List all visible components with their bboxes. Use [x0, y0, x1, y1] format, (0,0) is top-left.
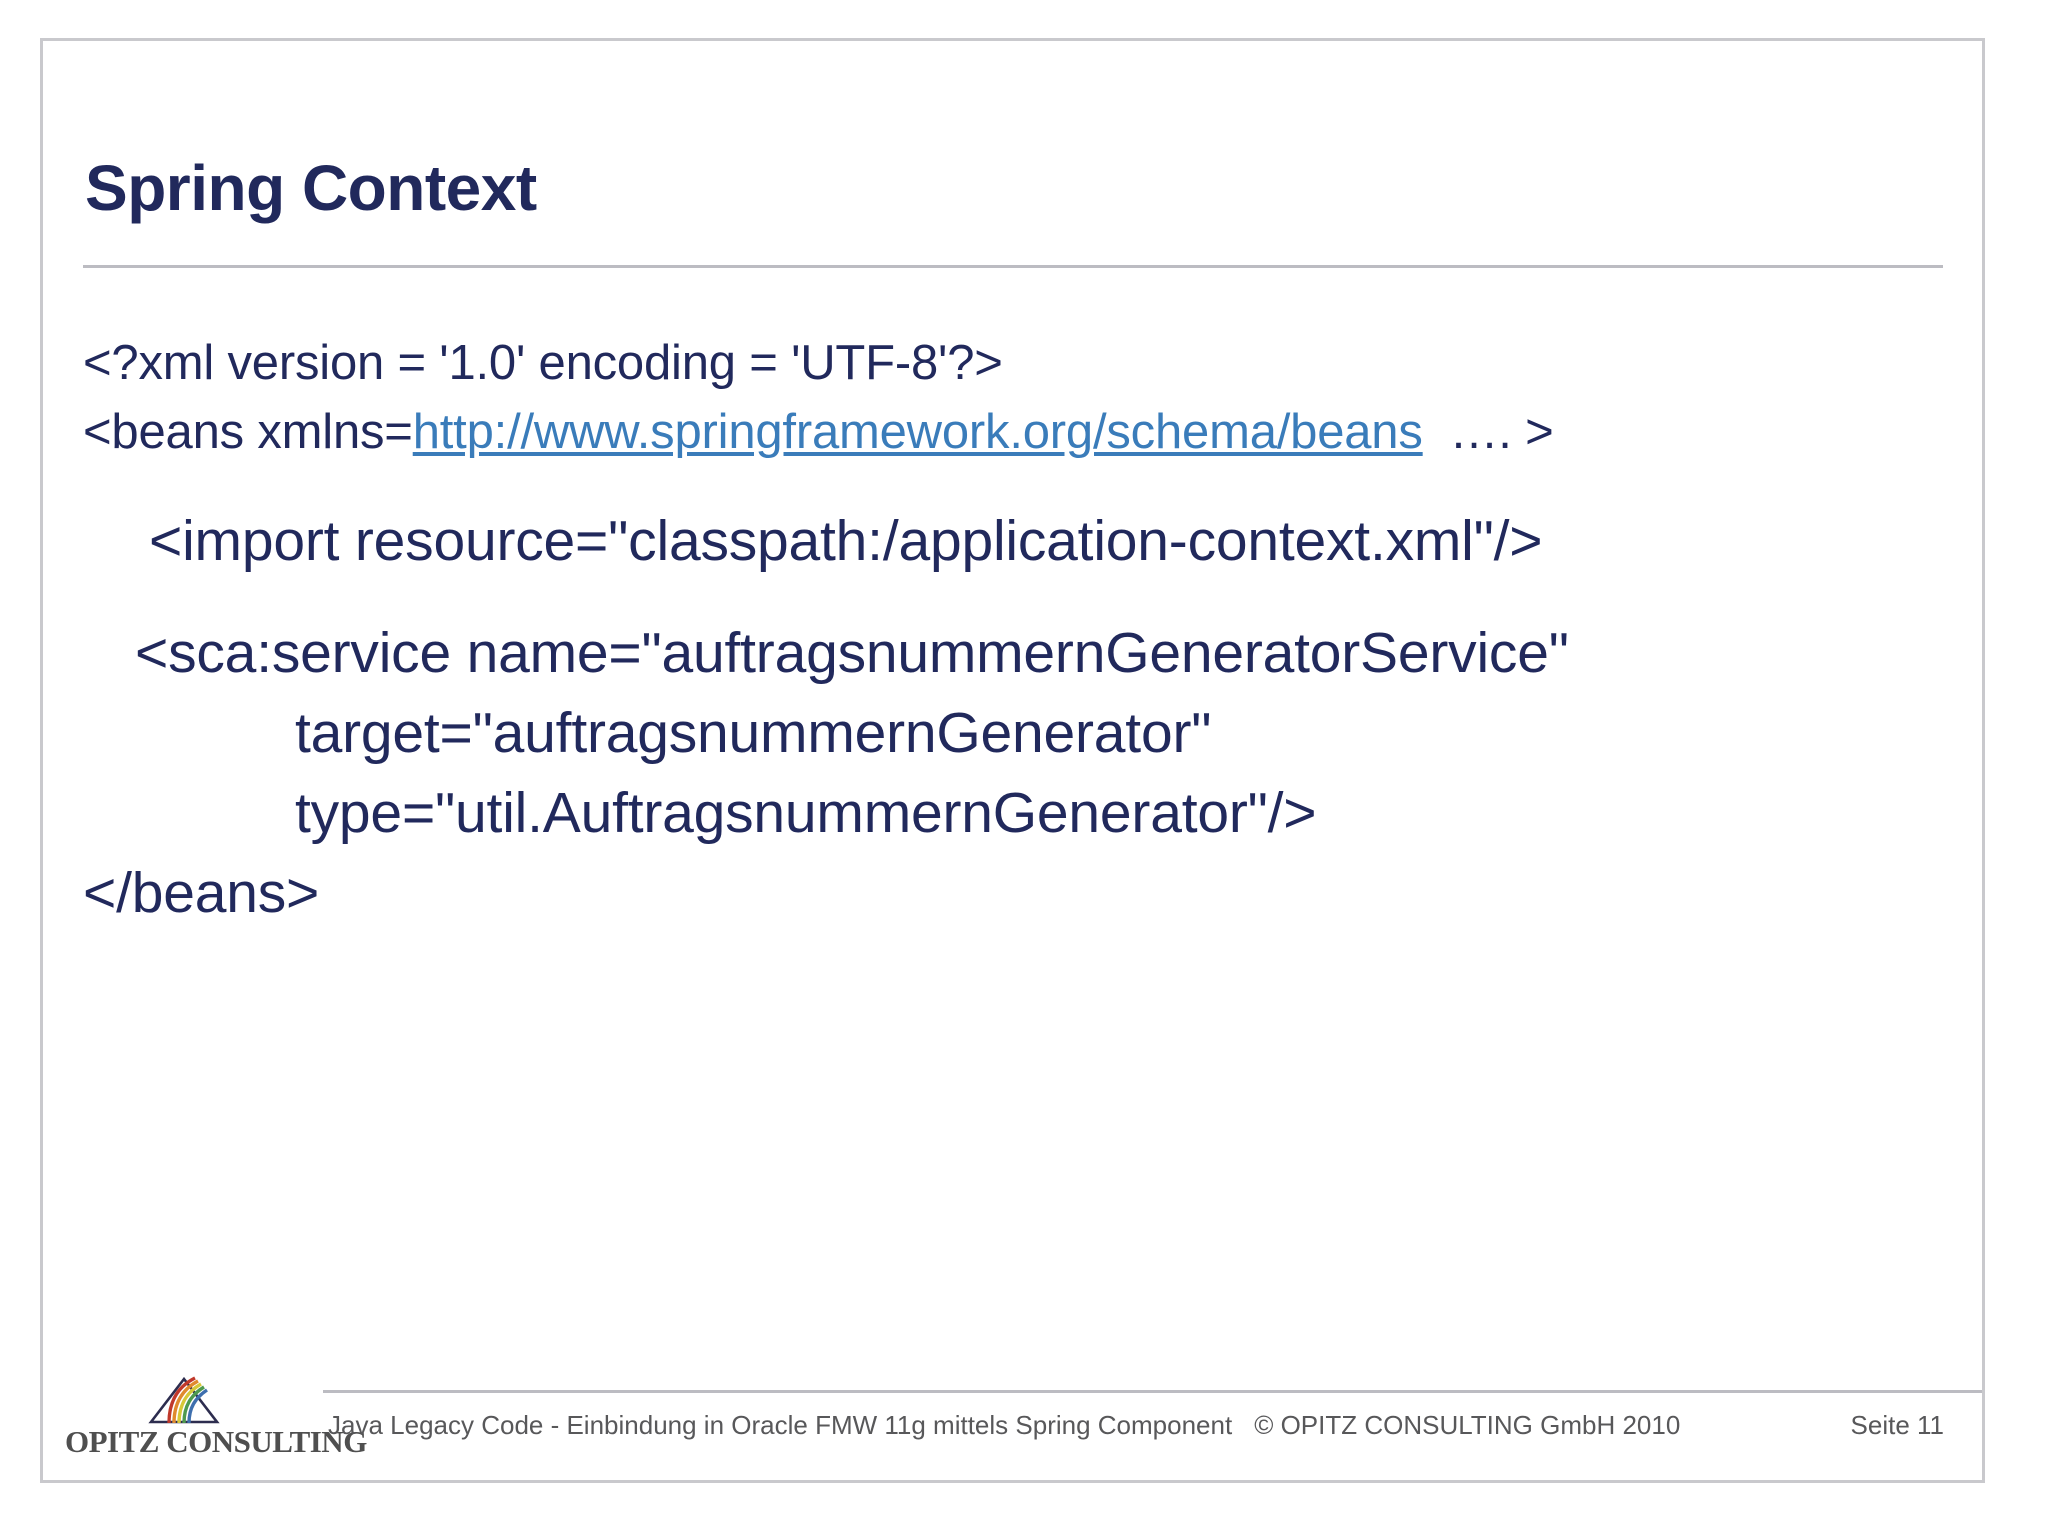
- code-line-sca-service-open: <sca:service name="auftragsnummernGenera…: [135, 621, 1569, 685]
- code-line-xml-declaration: <?xml version = '1.0' encoding = 'UTF-8'…: [83, 336, 1003, 390]
- footer-page-number: Seite 11: [1850, 1410, 1944, 1440]
- code-spacer: [83, 581, 1953, 613]
- title-divider: [83, 265, 1943, 268]
- footer-copyright: © OPITZ CONSULTING GmbH 2010: [1254, 1410, 1681, 1440]
- code-line-import-resource: <import resource="classpath:/application…: [149, 509, 1543, 573]
- code-listing: <?xml version = '1.0' encoding = 'UTF-8'…: [83, 329, 1953, 933]
- slide-canvas: Spring Context <?xml version = '1.0' enc…: [40, 38, 1985, 1483]
- beans-tag-suffix: …. >: [1422, 405, 1554, 459]
- footer-presentation-info: Java Legacy Code - Einbindung in Oracle …: [328, 1410, 1680, 1441]
- code-line-beans-open: <beans xmlns=http://www.springframework.…: [83, 398, 1953, 467]
- beans-tag-prefix: <beans xmlns=: [83, 405, 413, 459]
- code-spacer: [83, 467, 1953, 501]
- logo-wordmark: OPITZ CONSULTING: [65, 1424, 367, 1459]
- slide-footer: OPITZ CONSULTING Java Legacy Code - Einb…: [43, 1372, 1982, 1480]
- code-line-sca-service-target: target="auftragsnummernGenerator": [295, 701, 1212, 765]
- footer-presentation-title: Java Legacy Code - Einbindung in Oracle …: [328, 1410, 1233, 1440]
- code-line-sca-service-type: type="util.AuftragsnummernGenerator"/>: [295, 781, 1317, 845]
- opitz-consulting-logo: OPITZ CONSULTING: [65, 1376, 367, 1462]
- code-line-beans-close: </beans>: [83, 861, 320, 925]
- rainbow-triangle-icon: [143, 1376, 225, 1426]
- footer-divider: [323, 1390, 1982, 1393]
- page-title: Spring Context: [85, 152, 537, 224]
- springframework-schema-link[interactable]: http://www.springframework.org/schema/be…: [412, 405, 1423, 459]
